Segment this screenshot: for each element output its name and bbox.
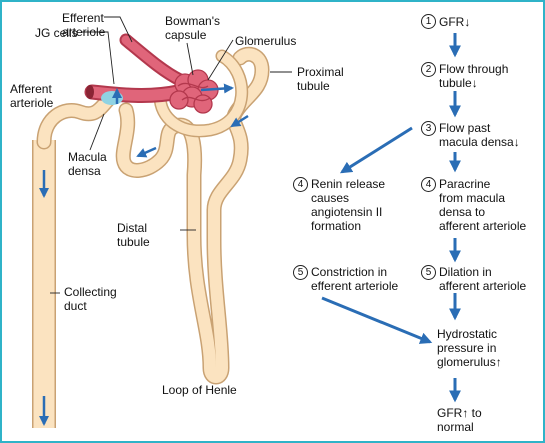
macula-densa	[101, 91, 123, 105]
glomerulus	[169, 69, 219, 114]
final-gfr-text: GFR↑ to normal	[437, 406, 482, 434]
step-4a-text: Renin release causes angiotensin II form…	[311, 177, 386, 233]
step-5b-number: 5	[421, 265, 436, 280]
loop-of-henle-label: Loop of Henle	[162, 383, 237, 397]
step-3-number: 3	[421, 121, 436, 136]
step-4a-number: 4	[293, 177, 308, 192]
glomerulus-label: Glomerulus	[235, 34, 297, 48]
step-5a-text: Constriction in efferent arteriole	[311, 265, 399, 293]
step-3-text: Flow past macula densa↓	[439, 121, 520, 149]
bowmans-capsule-label: Bowman's capsule	[165, 14, 220, 42]
jg-cells-label: JG cells	[35, 26, 78, 40]
macula-densa-label: Macula densa	[68, 150, 107, 178]
step-2-number: 2	[421, 62, 436, 77]
step-1-number: 1	[421, 14, 436, 29]
step-5b-text: Dilation in afferent arteriole	[439, 265, 527, 293]
efferent-arteriole	[119, 33, 187, 87]
flowchart-arrows	[321, 33, 461, 403]
collecting-duct-label: Collecting duct	[64, 285, 117, 313]
distal-tubule-label: Distal tubule	[117, 221, 150, 249]
step-5a-number: 5	[293, 265, 308, 280]
leader-lines	[50, 16, 292, 294]
step-2-text: Flow through tubule↓	[439, 62, 509, 90]
efferent-arteriole-label: Efferent arteriole	[62, 11, 106, 39]
hydrostatic-pressure-text: Hydrostatic pressure in glomerulus↑	[437, 327, 502, 369]
step-1-text: GFR↓	[439, 15, 471, 29]
step-4b-number: 4	[421, 177, 436, 192]
proximal-tubule-label: Proximal tubule	[297, 65, 344, 93]
bowmans-capsule	[153, 49, 249, 138]
afferent-arteriole	[84, 84, 186, 103]
flow-arrows	[39, 83, 249, 426]
afferent-arteriole-label: Afferent arteriole	[10, 82, 54, 110]
step-4b-text: Paracrine from macula densa to afferent …	[439, 177, 527, 233]
